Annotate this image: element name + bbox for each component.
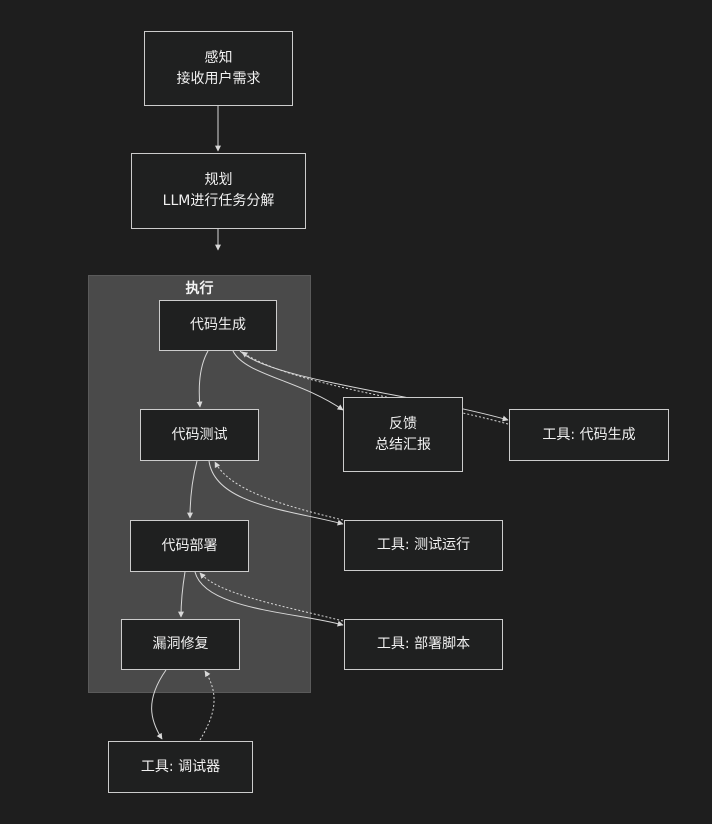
perceive-title: 感知 xyxy=(204,49,233,66)
deploy-label: 代码部署 xyxy=(161,537,218,554)
tool-test-label: 工具: 测试运行 xyxy=(376,537,471,553)
fix-label: 漏洞修复 xyxy=(152,636,209,652)
perceive-node: 感知 接收用户需求 xyxy=(144,31,293,106)
tool-test-node: 工具: 测试运行 xyxy=(344,520,503,571)
plan-subtitle: LLM进行任务分解 xyxy=(162,193,275,209)
plan-node: 规划 LLM进行任务分解 xyxy=(131,153,306,229)
tool-debugger-label: 工具: 调试器 xyxy=(140,758,221,775)
codegen-node: 代码生成 xyxy=(159,300,277,351)
tool-deploy-label: 工具: 部署脚本 xyxy=(376,636,471,652)
plan-title: 规划 xyxy=(204,172,233,188)
execute-subgraph-title: 执行 xyxy=(185,281,214,297)
perceive-subtitle: 接收用户需求 xyxy=(176,70,261,87)
codegen-label: 代码生成 xyxy=(190,317,246,333)
tool-codegen-label: 工具: 代码生成 xyxy=(542,426,636,443)
feedback-title: 反馈 xyxy=(389,415,417,432)
tool-debugger-node: 工具: 调试器 xyxy=(108,741,253,793)
codetest-node: 代码测试 xyxy=(140,409,259,461)
feedback-subtitle: 总结汇报 xyxy=(375,436,431,453)
codetest-label: 代码测试 xyxy=(171,426,228,443)
tool-deploy-node: 工具: 部署脚本 xyxy=(344,619,503,670)
fix-node: 漏洞修复 xyxy=(121,619,240,670)
deploy-node: 代码部署 xyxy=(130,520,249,572)
feedback-node: 反馈 总结汇报 xyxy=(343,397,463,472)
tool-codegen-node: 工具: 代码生成 xyxy=(509,409,669,461)
